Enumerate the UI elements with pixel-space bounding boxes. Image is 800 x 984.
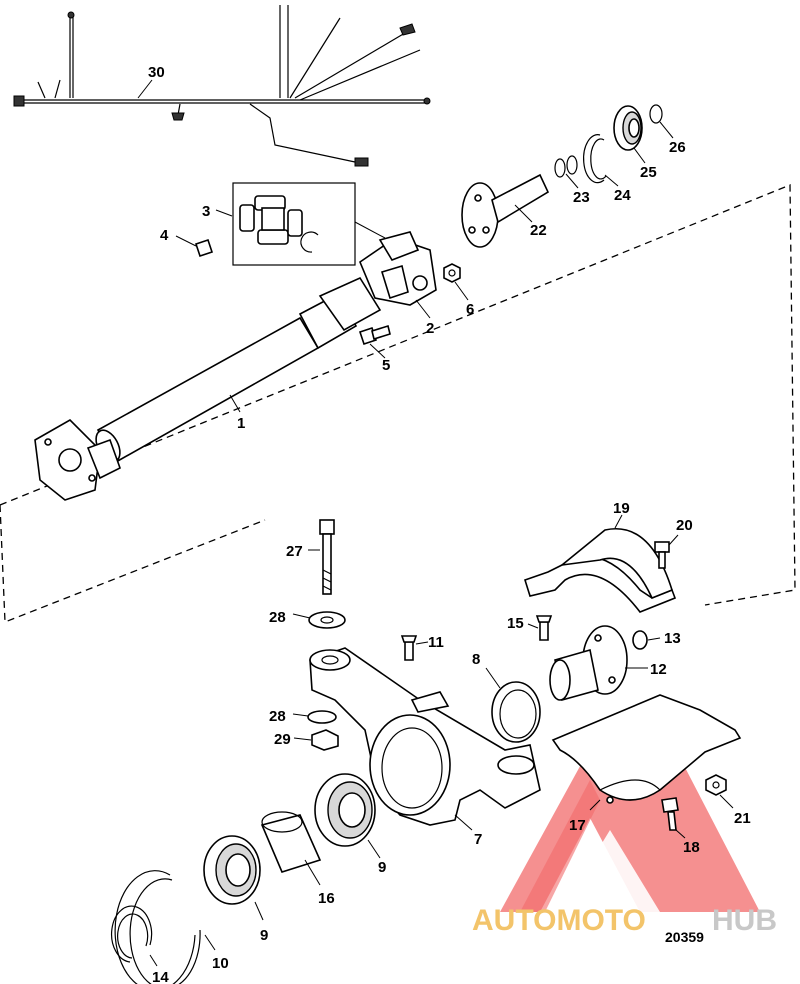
callout-20: 20 <box>676 517 693 534</box>
callout-9-lower: 9 <box>260 927 268 944</box>
shaft-flange-22 <box>461 173 550 248</box>
flange-shaft-12 <box>549 625 648 702</box>
bearing-9-lower <box>203 835 264 921</box>
bolt-27 <box>308 519 335 595</box>
nut-29 <box>293 729 339 751</box>
plug-13 <box>632 630 661 650</box>
callout-3: 3 <box>202 203 210 220</box>
o-ring-26 <box>649 104 674 139</box>
spacer-16 <box>260 811 322 886</box>
callout-8: 8 <box>472 651 480 668</box>
wiring-harness <box>13 5 431 167</box>
callout-2: 2 <box>426 320 434 337</box>
callout-17: 17 <box>569 817 586 834</box>
snap-ring-24 <box>583 134 619 187</box>
callout-21: 21 <box>734 810 751 827</box>
nut-21 <box>705 774 734 809</box>
rear-yoke <box>359 231 437 306</box>
callout-29: 29 <box>274 731 291 748</box>
callout-16: 16 <box>318 890 335 907</box>
callout-27: 27 <box>286 543 303 560</box>
callout-28-upper: 28 <box>269 609 286 626</box>
callout-11: 11 <box>428 634 444 651</box>
callout-9-upper: 9 <box>378 859 386 876</box>
callout-14: 14 <box>152 969 169 984</box>
callout-26: 26 <box>669 139 686 156</box>
snap-ring-10 <box>114 870 216 984</box>
callout-19: 19 <box>613 500 630 517</box>
callout-13: 13 <box>664 630 681 647</box>
callout-10: 10 <box>212 955 229 972</box>
figure-number: 20359 <box>665 929 704 945</box>
grease-fitting-15 <box>527 615 553 641</box>
bolt-5 <box>358 324 391 359</box>
bearing-housing-7 <box>309 647 541 831</box>
strap-19 <box>524 514 677 613</box>
callout-5: 5 <box>382 357 390 374</box>
washer-28-lower <box>292 710 337 724</box>
washer-28-upper <box>292 611 346 629</box>
callout-23: 23 <box>573 189 590 206</box>
callout-25: 25 <box>640 164 657 181</box>
watermark-logo <box>500 700 760 912</box>
bolt-20 <box>654 534 679 569</box>
assembly-boundary <box>0 184 796 623</box>
callout-28-lower: 28 <box>269 708 286 725</box>
callout-7: 7 <box>474 831 482 848</box>
callout-24: 24 <box>614 187 631 204</box>
o-rings-23 <box>554 155 579 189</box>
callout-15: 15 <box>507 615 524 632</box>
callout-18: 18 <box>683 839 700 856</box>
grease-fitting-4 <box>175 235 214 258</box>
grease-fitting-11 <box>400 635 429 661</box>
nut-6 <box>443 263 469 301</box>
seal-25 <box>613 105 646 164</box>
callout-22: 22 <box>530 222 547 239</box>
snap-ring-14 <box>111 905 158 967</box>
bolt-18 <box>661 797 686 839</box>
strap-17 <box>551 694 742 811</box>
bearing-9-upper <box>314 773 381 859</box>
callout-6: 6 <box>466 301 474 318</box>
u-joint-kit <box>232 182 386 266</box>
callout-12: 12 <box>650 661 667 678</box>
seal-ring-8 <box>485 667 541 743</box>
callout-1: 1 <box>237 415 245 432</box>
callout-30: 30 <box>148 64 165 81</box>
callout-4: 4 <box>160 227 169 244</box>
watermark-text-automoto: AUTOMOTO <box>472 904 646 937</box>
driveshaft <box>34 276 382 501</box>
watermark-text-hub: HUB <box>712 904 777 937</box>
